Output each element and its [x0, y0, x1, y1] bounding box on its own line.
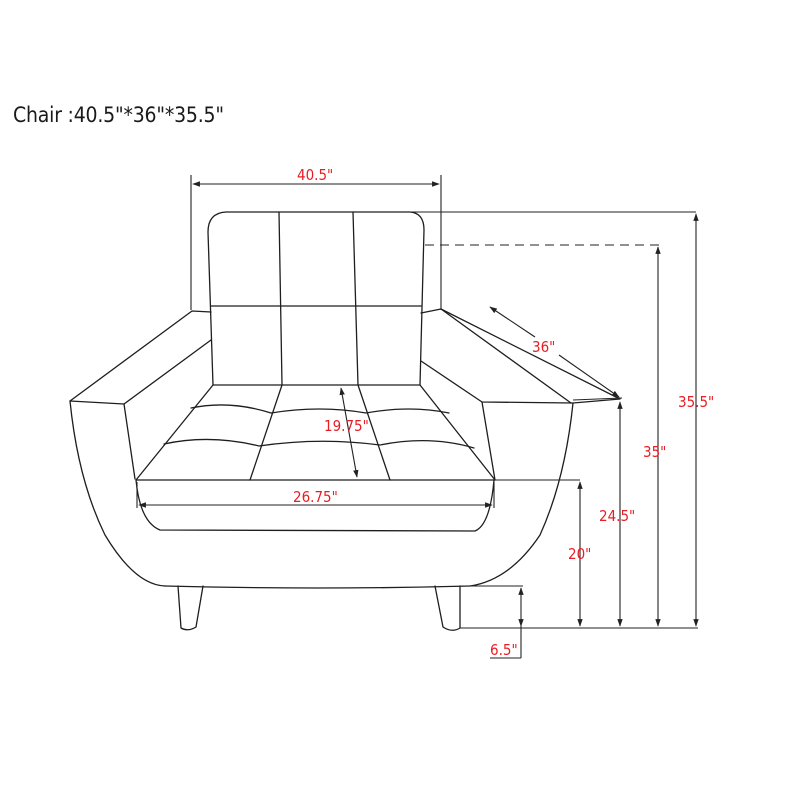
label-seat-height: 20" — [568, 545, 591, 563]
backrest — [207, 211, 425, 386]
label-depth: 36" — [532, 338, 555, 356]
label-seat-width: 26.75" — [293, 488, 338, 506]
left-arm — [69, 310, 212, 405]
right-arm — [420, 308, 621, 404]
chair-dimensions-title: Chair :40.5"*36"*35.5" — [13, 103, 224, 127]
label-seat-depth: 19.75" — [324, 417, 369, 435]
dimension-lines — [136, 175, 699, 659]
right-leg — [434, 585, 461, 631]
label-leg-height: 6.5" — [490, 641, 518, 659]
label-back-height: 35" — [643, 443, 666, 461]
label-overall-width: 40.5" — [297, 166, 333, 184]
chair-outline — [69, 211, 621, 631]
left-leg — [177, 585, 204, 631]
label-overall-height: 35.5" — [678, 393, 714, 411]
seat-cushion — [135, 384, 496, 481]
label-arm-height: 24.5" — [599, 507, 635, 525]
dimension-labels: 40.5" 36" 35.5" 35" 24.5" 20" 6.5" 26.75… — [293, 166, 714, 659]
